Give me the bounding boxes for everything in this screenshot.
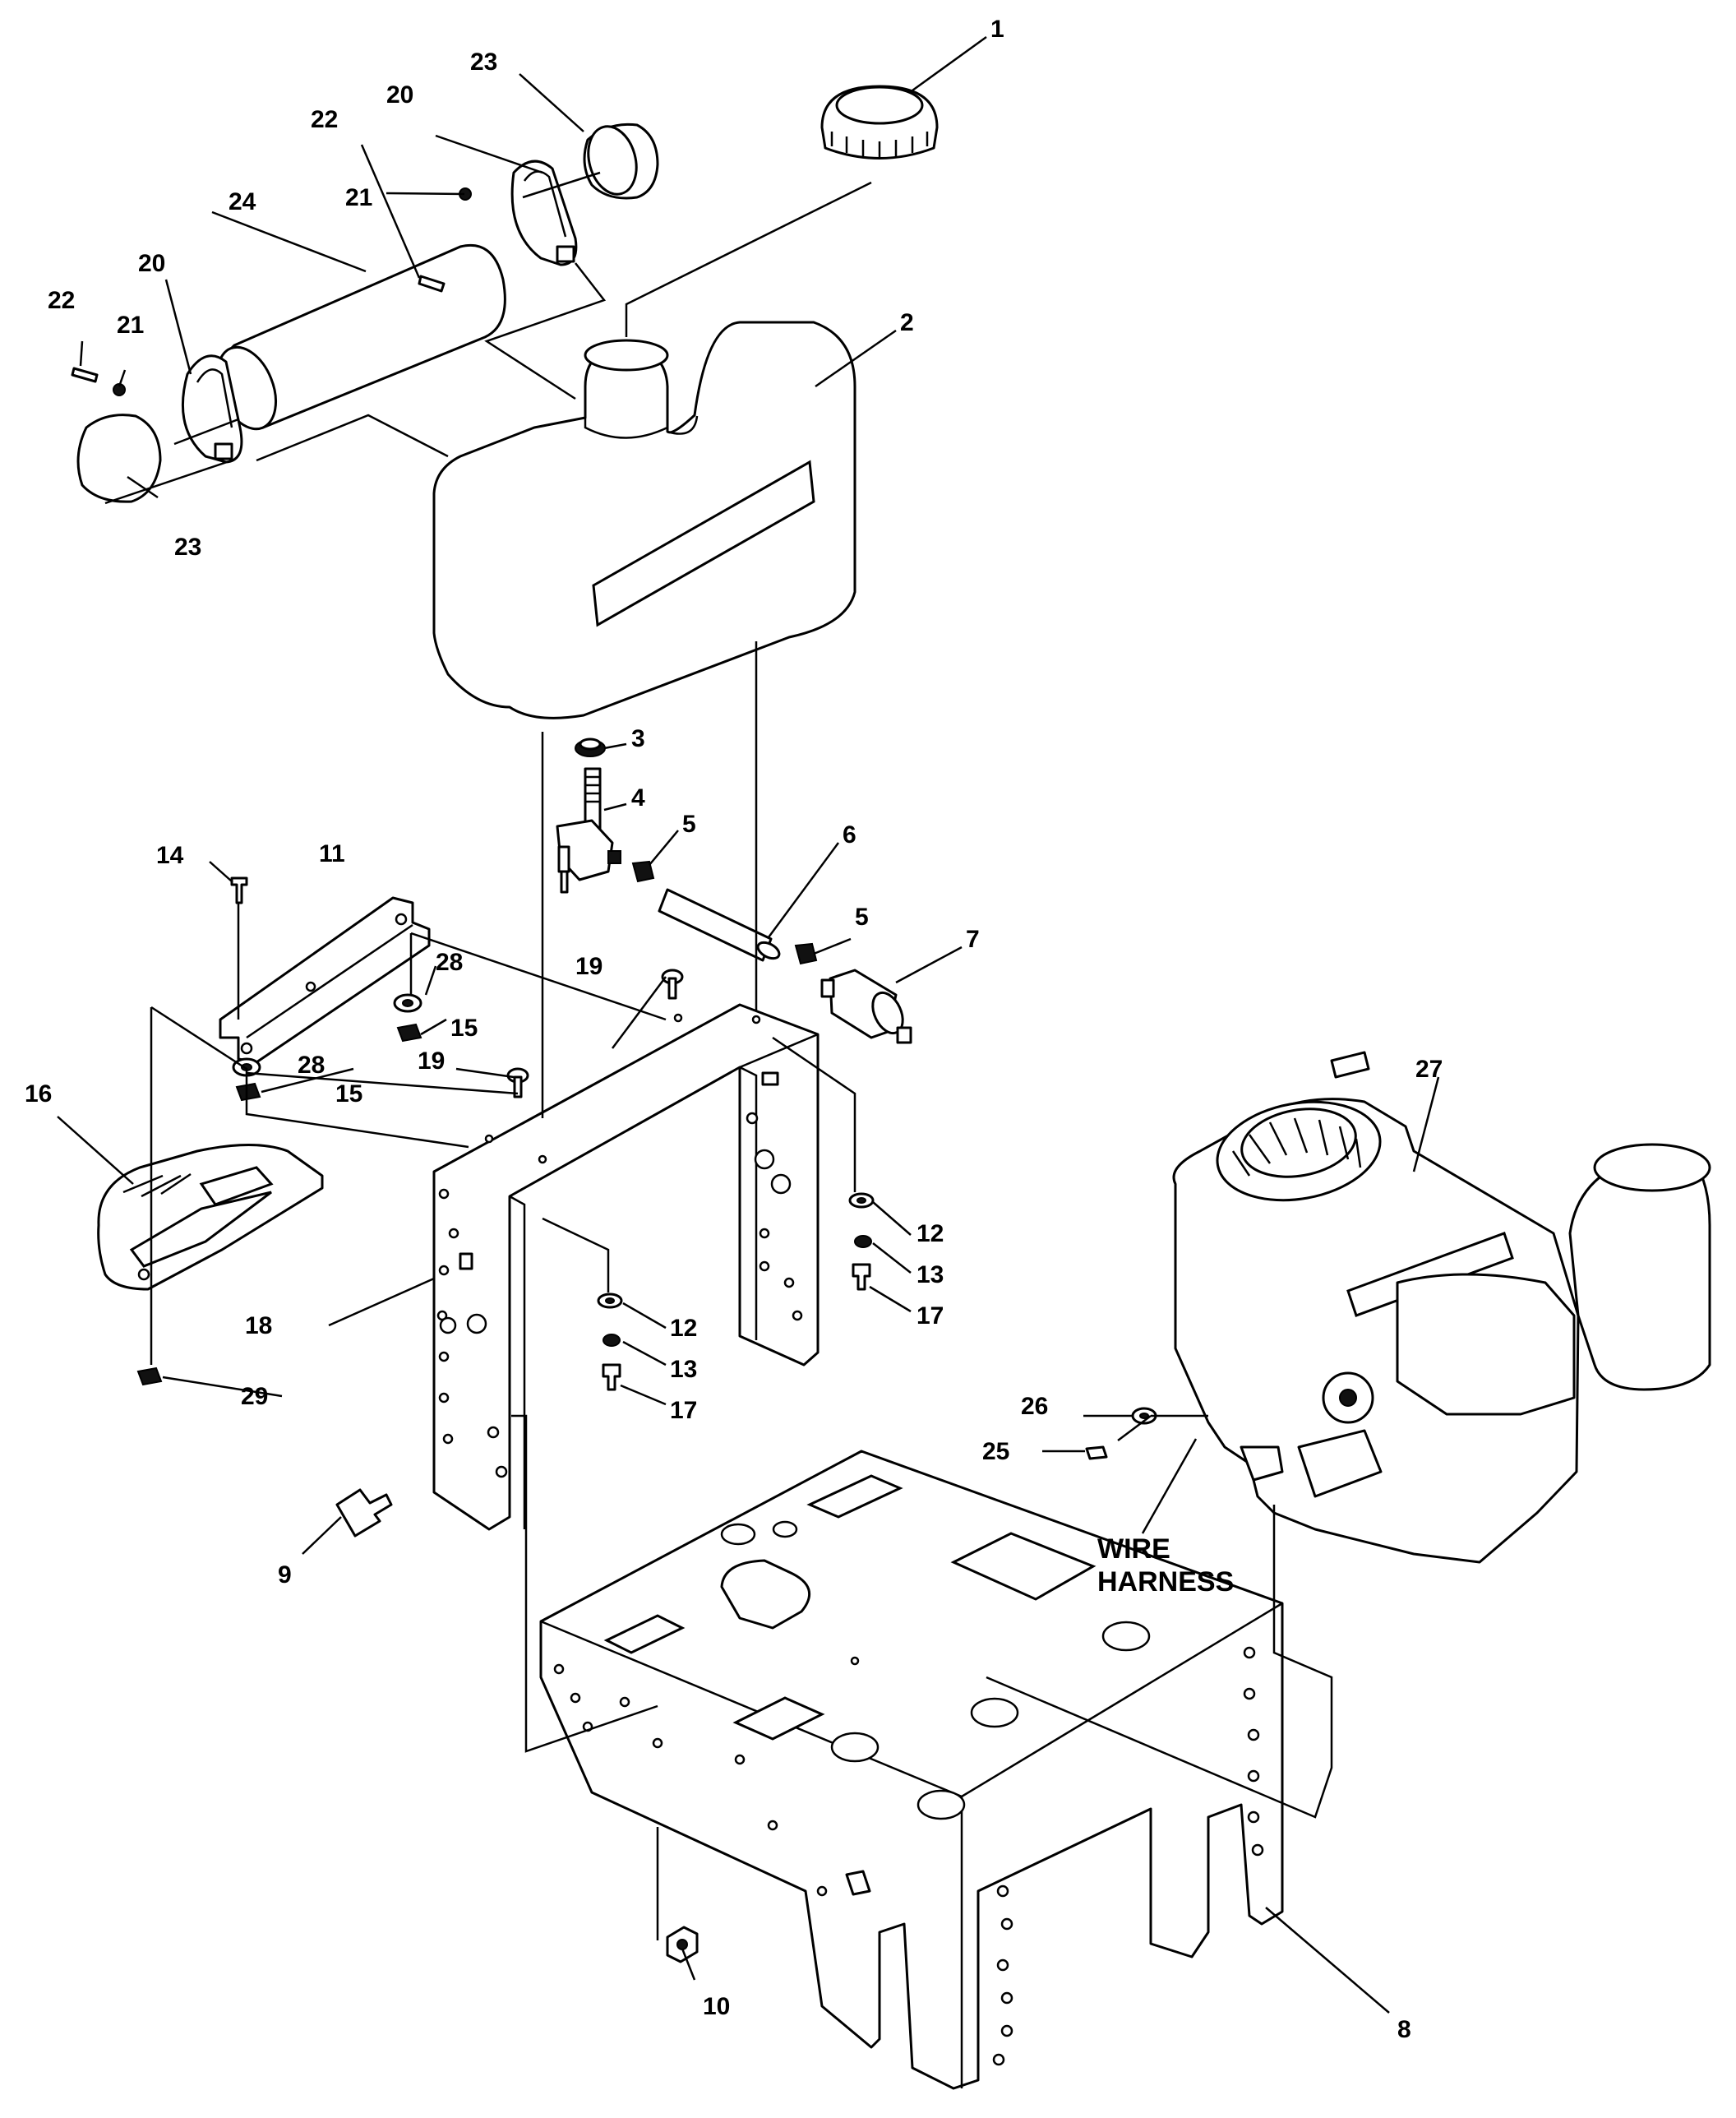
callout-numbers: 1 2 3 4 5 6 5 7 8 9 10 11 12 13 17 12 13…: [25, 16, 1443, 2043]
callout-22b: 22: [48, 287, 75, 314]
callout-leaders: [57, 35, 1440, 2014]
muffler-end-cap-top: [583, 123, 659, 200]
callout-22a: 22: [311, 106, 338, 133]
washer-12b: [597, 1293, 623, 1309]
callout-23b: 23: [174, 534, 201, 561]
callout-28b: 28: [298, 1052, 325, 1079]
callout-1: 1: [990, 16, 1004, 43]
callout-25: 25: [982, 1438, 1009, 1465]
callout-15b: 15: [335, 1080, 362, 1108]
callout-19a: 19: [575, 953, 603, 980]
hose-clamp-5b: [794, 942, 818, 965]
nut-15b: [235, 1082, 261, 1102]
callout-12b: 12: [670, 1315, 697, 1342]
fuel-tank: [432, 321, 856, 719]
callout-21b: 21: [117, 312, 144, 339]
callout-17b: 17: [670, 1397, 697, 1424]
grommet-3: [575, 738, 606, 757]
screw-19a: [661, 969, 684, 1000]
muffler-pipe: [216, 243, 506, 431]
engine-27: [1172, 1051, 1711, 1564]
fuel-line-6: [658, 888, 781, 962]
fuel-valve-4: [556, 767, 621, 894]
wire-harness-label-line1: WIRE: [1097, 1533, 1170, 1565]
callout-13a: 13: [916, 1261, 944, 1288]
frame-8: [539, 1450, 1284, 2090]
callout-4: 4: [631, 784, 645, 812]
assembly-lines: [104, 171, 1333, 1940]
callout-21a: 21: [345, 184, 372, 211]
callout-9: 9: [278, 1561, 292, 1588]
callout-8: 8: [1397, 2016, 1411, 2043]
callout-7: 7: [966, 926, 980, 953]
callout-3: 3: [631, 725, 645, 752]
hose-clamp-5a: [631, 860, 655, 883]
throttle-plate-16: [97, 1144, 324, 1291]
callout-18: 18: [245, 1312, 272, 1339]
callout-5b: 5: [855, 904, 869, 931]
callout-28a: 28: [436, 949, 463, 976]
callout-10: 10: [703, 1993, 730, 2020]
washer-28b: [232, 1057, 261, 1077]
callout-29: 29: [241, 1383, 268, 1410]
wire-harness-label-line2: HARNESS: [1097, 1566, 1234, 1598]
fuel-cap: [820, 85, 939, 160]
callout-16: 16: [25, 1080, 52, 1108]
callout-19b: 19: [418, 1047, 445, 1075]
callout-23a: 23: [470, 49, 497, 76]
washer-28a: [393, 993, 422, 1013]
callout-6: 6: [843, 821, 856, 849]
callout-5a: 5: [682, 811, 696, 838]
bolt-17b: [602, 1363, 621, 1391]
callout-26: 26: [1021, 1393, 1048, 1420]
callout-11: 11: [319, 840, 345, 867]
bracket-11: [219, 896, 431, 1064]
callout-20a: 20: [386, 81, 413, 109]
screw-22-top: [418, 187, 472, 293]
callout-27: 27: [1415, 1056, 1443, 1083]
callout-20b: 20: [138, 250, 165, 277]
screw-25: [1085, 1445, 1108, 1460]
callout-24: 24: [229, 188, 256, 215]
wire-harness-note: WIRE HARNESS: [1097, 1533, 1234, 1598]
nut-10: [666, 1926, 699, 1963]
fuel-filter-7: [820, 969, 912, 1044]
nut-15a: [396, 1023, 422, 1043]
console-bracket-18: [432, 1003, 820, 1531]
callout-12a: 12: [916, 1220, 944, 1247]
bolt-9: [335, 1488, 393, 1538]
callout-13b: 13: [670, 1356, 697, 1383]
callout-17a: 17: [916, 1302, 944, 1330]
hardware-14: [230, 876, 248, 904]
callout-14: 14: [156, 842, 184, 869]
lockwasher-13b: [603, 1334, 621, 1347]
callout-15a: 15: [450, 1015, 478, 1042]
washer-12a: [848, 1192, 875, 1209]
nut-29: [136, 1367, 163, 1386]
screw-22-left: [71, 367, 126, 396]
bolt-17a: [852, 1263, 871, 1291]
lockwasher-13a: [854, 1235, 872, 1248]
callout-2: 2: [900, 309, 914, 336]
muffler-clamp-right: [510, 160, 578, 266]
